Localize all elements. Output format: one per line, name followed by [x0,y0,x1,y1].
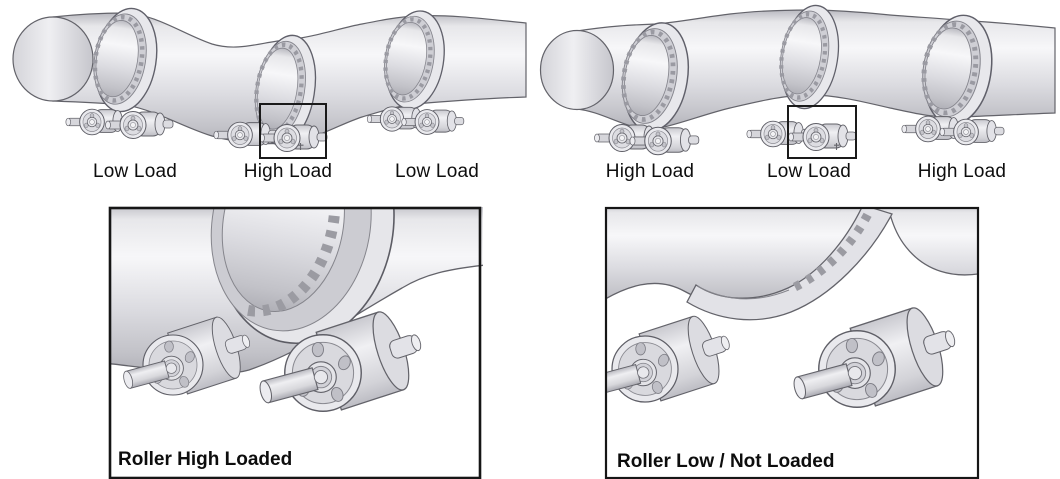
cursor-artifact [834,143,840,150]
caption-roller-not-loaded: Roller Low / Not Loaded [617,451,835,472]
riding-ring-closeup [686,207,893,321]
drum-end-cap [539,29,615,111]
label-right-station-2: Low Load [766,161,852,182]
detail-box-border-right [604,206,980,479]
unloaded-roller [791,297,968,408]
label-right-station-3: High Load [917,161,1007,182]
detail-high-loaded [109,207,483,412]
drum-end-cap [12,16,94,102]
callout-rectangle [787,105,857,159]
label-left-station-1: Low Load [92,161,178,182]
label-right-station-1: High Load [605,161,695,182]
detail-box-border-left [108,206,482,479]
caption-roller-high-loaded: Roller High Loaded [118,449,293,470]
riding-ring-closeup [210,207,395,345]
label-left-station-2: High Load [243,161,333,182]
background-roller [605,307,741,403]
shell-hogging-diagram [539,1,1056,159]
shell-sagging-diagram [12,4,527,159]
detail-not-loaded [605,207,979,408]
cursor-artifact [298,143,304,150]
callout-rectangle [259,103,327,159]
label-left-station-3: Low Load [394,161,480,182]
